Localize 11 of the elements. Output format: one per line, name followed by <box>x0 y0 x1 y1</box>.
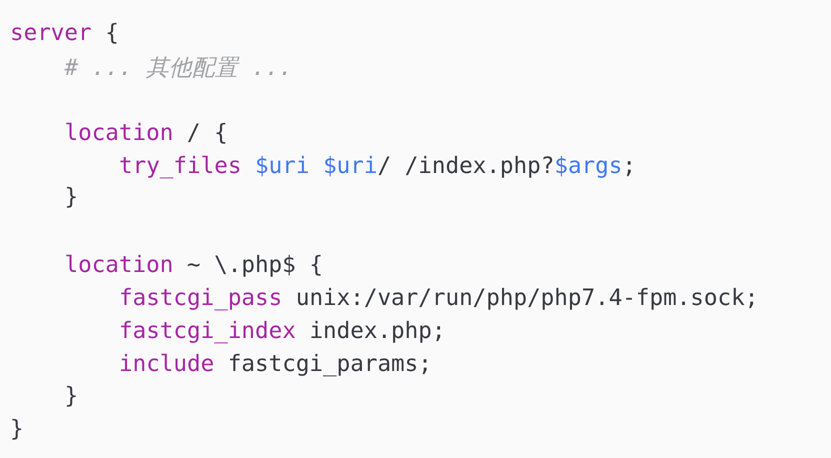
code-line: fastcgi_pass unix:/var/run/php/php7.4-fpm.sock; <box>119 284 758 313</box>
code-line: server { <box>10 19 119 48</box>
code-line: location / { <box>64 119 228 148</box>
code-line: try_files $uri $uri/ /index.php?$args; <box>119 152 636 181</box>
code-line: } <box>10 415 24 444</box>
code-line: # ... 其他配置 ... <box>64 54 293 83</box>
code-line: include fastcgi_params; <box>119 350 432 379</box>
code-line: location ~ \.php$ { <box>64 251 323 280</box>
code-line: } <box>64 382 78 411</box>
code-line: } <box>64 183 78 212</box>
code-line: fastcgi_index index.php; <box>119 317 446 346</box>
